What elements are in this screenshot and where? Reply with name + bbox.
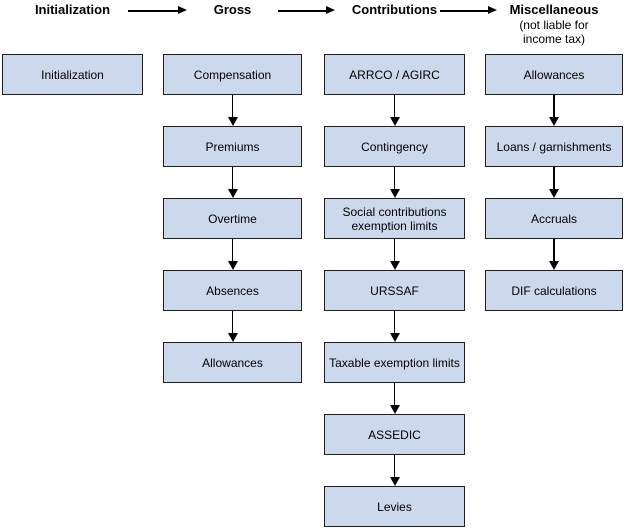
flow-arrow-down-icon bbox=[393, 311, 396, 333]
stage-header-initialization: Initialization bbox=[34, 2, 111, 17]
node-label: Initialization bbox=[41, 67, 104, 82]
node-miscellaneous-dif-calculations: DIF calculations bbox=[485, 270, 623, 311]
flow-arrow-down-icon bbox=[393, 95, 396, 117]
flow-arrowhead-down-icon bbox=[227, 333, 238, 342]
flow-arrow-down-icon bbox=[231, 239, 234, 261]
flow-arrow-down-icon bbox=[393, 239, 396, 261]
stage-header-gross: Gross bbox=[213, 2, 252, 17]
flow-arrowhead-down-icon bbox=[389, 333, 400, 342]
node-contributions-levies: Levies bbox=[324, 486, 465, 527]
stage-arrowhead-right-icon bbox=[488, 6, 497, 15]
node-miscellaneous-loans-garnishments: Loans / garnishments bbox=[485, 126, 623, 167]
node-contributions-assedic: ASSEDIC bbox=[324, 414, 465, 455]
flow-arrow-down-icon bbox=[553, 167, 555, 189]
flow-arrow-down-icon bbox=[553, 95, 555, 117]
flow-arrowhead-down-icon bbox=[549, 117, 559, 126]
node-label: URSSAF bbox=[370, 283, 419, 298]
node-contributions-urssaf: URSSAF bbox=[324, 270, 465, 311]
node-label: Absences bbox=[206, 283, 259, 298]
node-contributions-contingency: Contingency bbox=[324, 126, 465, 167]
flow-arrowhead-down-icon bbox=[549, 189, 559, 198]
node-label: Accruals bbox=[530, 211, 577, 226]
node-label: ARRCO / AGIRC bbox=[349, 67, 440, 82]
flow-arrowhead-down-icon bbox=[389, 477, 400, 486]
stage-subheader-miscellaneous: (not liable for income tax) bbox=[519, 18, 589, 46]
node-miscellaneous-allowances: Allowances bbox=[485, 54, 623, 95]
stage-arrow-right-icon bbox=[278, 10, 326, 12]
node-label: Premiums bbox=[205, 139, 260, 154]
node-label: Allowances bbox=[202, 355, 263, 370]
node-label: Contingency bbox=[361, 139, 428, 154]
flow-arrow-down-icon bbox=[393, 455, 396, 477]
node-label: ASSEDIC bbox=[368, 427, 421, 442]
flow-arrow-down-icon bbox=[393, 383, 396, 405]
node-gross-compensation: Compensation bbox=[163, 54, 302, 95]
flow-arrowhead-down-icon bbox=[389, 261, 400, 270]
stage-arrowhead-right-icon bbox=[326, 6, 335, 15]
flow-arrowhead-down-icon bbox=[389, 117, 400, 126]
flow-arrowhead-down-icon bbox=[227, 189, 238, 198]
flow-arrowhead-down-icon bbox=[227, 117, 238, 126]
flow-arrow-down-icon bbox=[553, 239, 555, 261]
node-gross-absences: Absences bbox=[163, 270, 302, 311]
stage-arrowhead-right-icon bbox=[178, 6, 187, 15]
node-miscellaneous-accruals: Accruals bbox=[485, 198, 623, 239]
node-contributions-arrco-agirc: ARRCO / AGIRC bbox=[324, 54, 465, 95]
node-contributions-social-contributions-exemption-limits: Social contributions exemption limits bbox=[324, 198, 465, 239]
node-label: Social contributions exemption limits bbox=[342, 204, 447, 233]
stage-header-contributions: Contributions bbox=[351, 2, 438, 17]
flow-arrow-down-icon bbox=[231, 95, 234, 117]
node-label: Taxable exemption limits bbox=[329, 355, 460, 370]
node-label: Loans / garnishments bbox=[496, 139, 612, 154]
flow-arrowhead-down-icon bbox=[549, 261, 559, 270]
node-label: Compensation bbox=[193, 67, 272, 82]
flow-arrow-down-icon bbox=[231, 167, 234, 189]
node-label: Levies bbox=[377, 499, 412, 514]
node-label: Allowances bbox=[523, 67, 585, 82]
flow-arrow-down-icon bbox=[231, 311, 234, 333]
flow-arrowhead-down-icon bbox=[389, 405, 400, 414]
stage-arrow-right-icon bbox=[128, 10, 178, 12]
node-label: Overtime bbox=[208, 211, 257, 226]
node-contributions-taxable-exemption-limits: Taxable exemption limits bbox=[324, 342, 465, 383]
stage-header-miscellaneous: Miscellaneous bbox=[509, 2, 599, 17]
flow-arrowhead-down-icon bbox=[389, 189, 400, 198]
node-label: DIF calculations bbox=[511, 283, 597, 298]
node-initialization-initialization: Initialization bbox=[2, 54, 143, 95]
node-gross-overtime: Overtime bbox=[163, 198, 302, 239]
node-gross-allowances: Allowances bbox=[163, 342, 302, 383]
flow-arrow-down-icon bbox=[393, 167, 396, 189]
node-gross-premiums: Premiums bbox=[163, 126, 302, 167]
flow-arrowhead-down-icon bbox=[227, 261, 238, 270]
stage-arrow-right-icon bbox=[440, 10, 488, 12]
